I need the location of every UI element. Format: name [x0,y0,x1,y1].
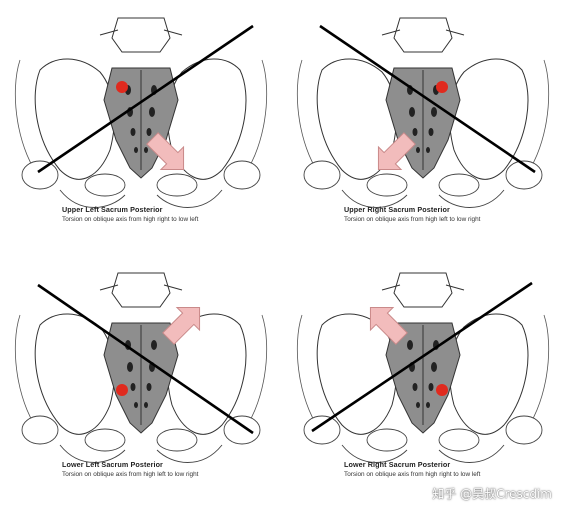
panel-subtitle: Torsion on oblique axis from high right … [344,471,481,478]
oblique-axis-line [37,24,254,174]
oblique-axis-line [37,283,254,435]
oblique-axis-line [311,281,533,433]
direction-arrow [369,306,408,345]
panel-upper-left-sacrum-posterior: Upper Left Sacrum Posterior Torsion on o… [0,0,282,255]
panel-title: Lower Left Sacrum Posterior [62,460,163,469]
direction-arrow [146,132,185,171]
panel-title: Upper Left Sacrum Posterior [62,205,163,214]
pelvis-illustration [296,17,550,208]
panel-subtitle: Torsion on oblique axis from high left t… [344,216,481,223]
caption: Lower Left Sacrum Posterior Torsion on o… [62,460,198,478]
caption: Upper Left Sacrum Posterior Torsion on o… [62,205,198,223]
caption: Upper Right Sacrum Posterior Torsion on … [344,205,480,223]
panel-subtitle: Torsion on oblique axis from high left t… [62,471,199,478]
marker-dot [436,384,448,396]
panel-upper-right-sacrum-posterior: Upper Right Sacrum Posterior Torsion on … [282,0,564,255]
caption: Lower Right Sacrum Posterior Torsion on … [344,460,480,478]
oblique-axis-line [319,24,536,174]
marker-dot [436,81,448,93]
marker-dot [116,81,128,93]
lumbar-vertebra [381,272,465,308]
sacrum [385,322,461,434]
marker-dot [116,384,128,396]
pelvis-illustration [14,272,268,463]
panel-title: Lower Right Sacrum Posterior [344,460,451,469]
lumbar-vertebra [381,17,465,53]
direction-arrow [162,306,201,345]
lumbar-vertebra [99,17,183,53]
pelvis-bone [14,313,268,463]
panel-title: Upper Right Sacrum Posterior [344,205,450,214]
panel-lower-left-sacrum-posterior: Lower Left Sacrum Posterior Torsion on o… [0,255,282,510]
panel-subtitle: Torsion on oblique axis from high right … [62,216,199,223]
pelvis-illustration [296,272,550,463]
pelvis-bone [296,58,550,208]
pelvis-bone [296,313,550,463]
pelvis-illustration [14,17,268,208]
direction-arrow [377,132,416,171]
lumbar-vertebra [99,272,183,308]
watermark: 知乎 @昊叔Crescdim [432,487,552,501]
panel-lower-right-sacrum-posterior: Lower Right Sacrum Posterior Torsion on … [282,255,564,510]
